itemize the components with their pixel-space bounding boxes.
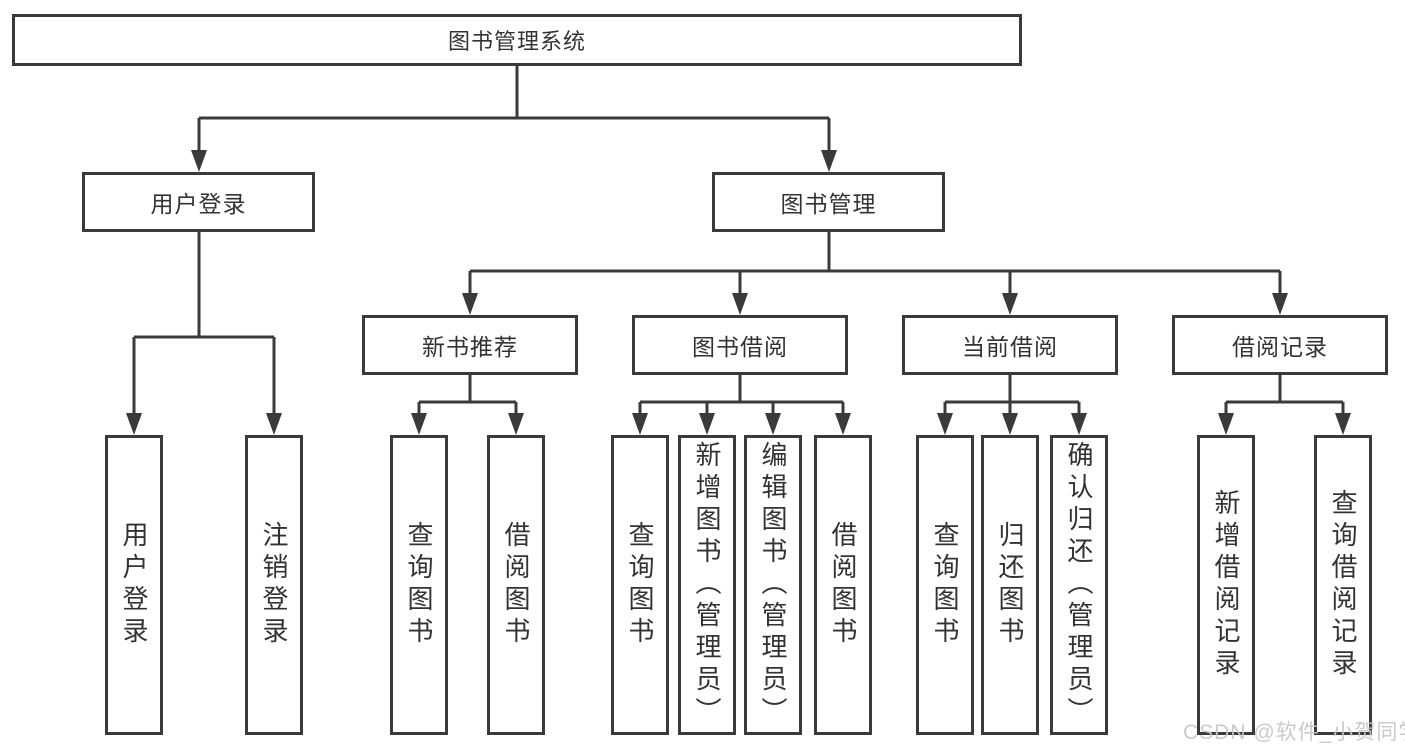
leaf-label: 新增借阅记录 (1211, 489, 1241, 681)
node-label: 当前借阅 (962, 334, 1058, 360)
connector-root-split (191, 66, 837, 172)
arrowhead (632, 413, 648, 435)
arrowhead (266, 413, 282, 435)
connector-user-login-split (126, 232, 282, 435)
connector-borrow-records-split (1218, 375, 1351, 435)
arrowhead (191, 150, 207, 172)
arrowhead (411, 413, 427, 435)
leaf-query-books-borrow: 查询图书 (611, 435, 669, 735)
arrowhead (821, 150, 837, 172)
leaf-borrow-books-borrow: 借阅图书 (814, 435, 872, 735)
node-book-management-branch: 图书管理 (712, 172, 945, 232)
leaf-label: 查询图书 (404, 521, 434, 649)
arrowhead (126, 413, 142, 435)
node-label: 图书借阅 (692, 334, 788, 360)
arrowhead (732, 293, 748, 315)
leaf-label: 借阅图书 (501, 521, 531, 649)
connector-book-management-split (462, 232, 1288, 315)
leaf-query-borrow-record: 查询借阅记录 (1314, 435, 1372, 735)
node-book-borrowing: 图书借阅 (632, 315, 848, 375)
node-label: 图书管理 (780, 191, 877, 217)
leaf-edit-book-admin: 编辑图书（管理员） (744, 435, 802, 735)
arrowhead (765, 413, 781, 435)
connector-current-borrow-split (937, 375, 1087, 435)
arrowhead (937, 413, 953, 435)
leaf-label: 查询借阅记录 (1328, 489, 1358, 681)
leaf-confirm-return-admin: 确认归还（管理员） (1050, 435, 1108, 735)
node-label: 借阅记录 (1232, 334, 1328, 360)
arrowhead (462, 293, 478, 315)
arrowhead (835, 413, 851, 435)
arrowhead (1335, 413, 1351, 435)
arrowhead (1002, 293, 1018, 315)
watermark: CSDN @软件_小贺同学 (1183, 721, 1405, 744)
node-label: 新书推荐 (422, 334, 518, 360)
node-library-management-system: 图书管理系统 (12, 14, 1022, 66)
arrowhead (508, 413, 524, 435)
node-current-borrowing: 当前借阅 (902, 315, 1118, 375)
node-user-login-branch: 用户登录 (82, 172, 315, 232)
arrowhead (1002, 413, 1018, 435)
leaf-label: 编辑图书（管理员） (758, 441, 788, 729)
node-borrowing-records: 借阅记录 (1172, 315, 1388, 375)
node-new-book-recommendation: 新书推荐 (362, 315, 578, 375)
leaf-label: 借阅图书 (828, 521, 858, 649)
leaf-label: 用户登录 (119, 521, 149, 649)
connector-new-book-split (411, 375, 524, 435)
leaf-return-book: 归还图书 (981, 435, 1039, 735)
leaf-label: 新增图书（管理员） (692, 441, 722, 729)
arrowhead (1272, 293, 1288, 315)
node-label: 图书管理系统 (447, 29, 586, 54)
arrowhead (1218, 413, 1234, 435)
leaf-label: 查询图书 (625, 521, 655, 649)
leaf-borrow-books-recommend: 借阅图书 (487, 435, 545, 735)
leaf-logout: 注销登录 (245, 435, 303, 735)
arrowhead (699, 413, 715, 435)
leaf-label: 查询图书 (930, 521, 960, 649)
connector-book-borrow-split (632, 375, 851, 435)
leaf-user-login: 用户登录 (105, 435, 163, 735)
leaf-query-books-current: 查询图书 (916, 435, 974, 735)
leaf-add-book-admin: 新增图书（管理员） (678, 435, 736, 735)
leaf-add-borrow-record: 新增借阅记录 (1197, 435, 1255, 735)
leaf-label: 注销登录 (259, 521, 289, 649)
node-label: 用户登录 (150, 191, 247, 217)
leaf-label: 归还图书 (995, 521, 1025, 649)
leaf-query-books-recommend: 查询图书 (390, 435, 448, 735)
arrowhead (1071, 413, 1087, 435)
leaf-label: 确认归还（管理员） (1064, 441, 1094, 729)
